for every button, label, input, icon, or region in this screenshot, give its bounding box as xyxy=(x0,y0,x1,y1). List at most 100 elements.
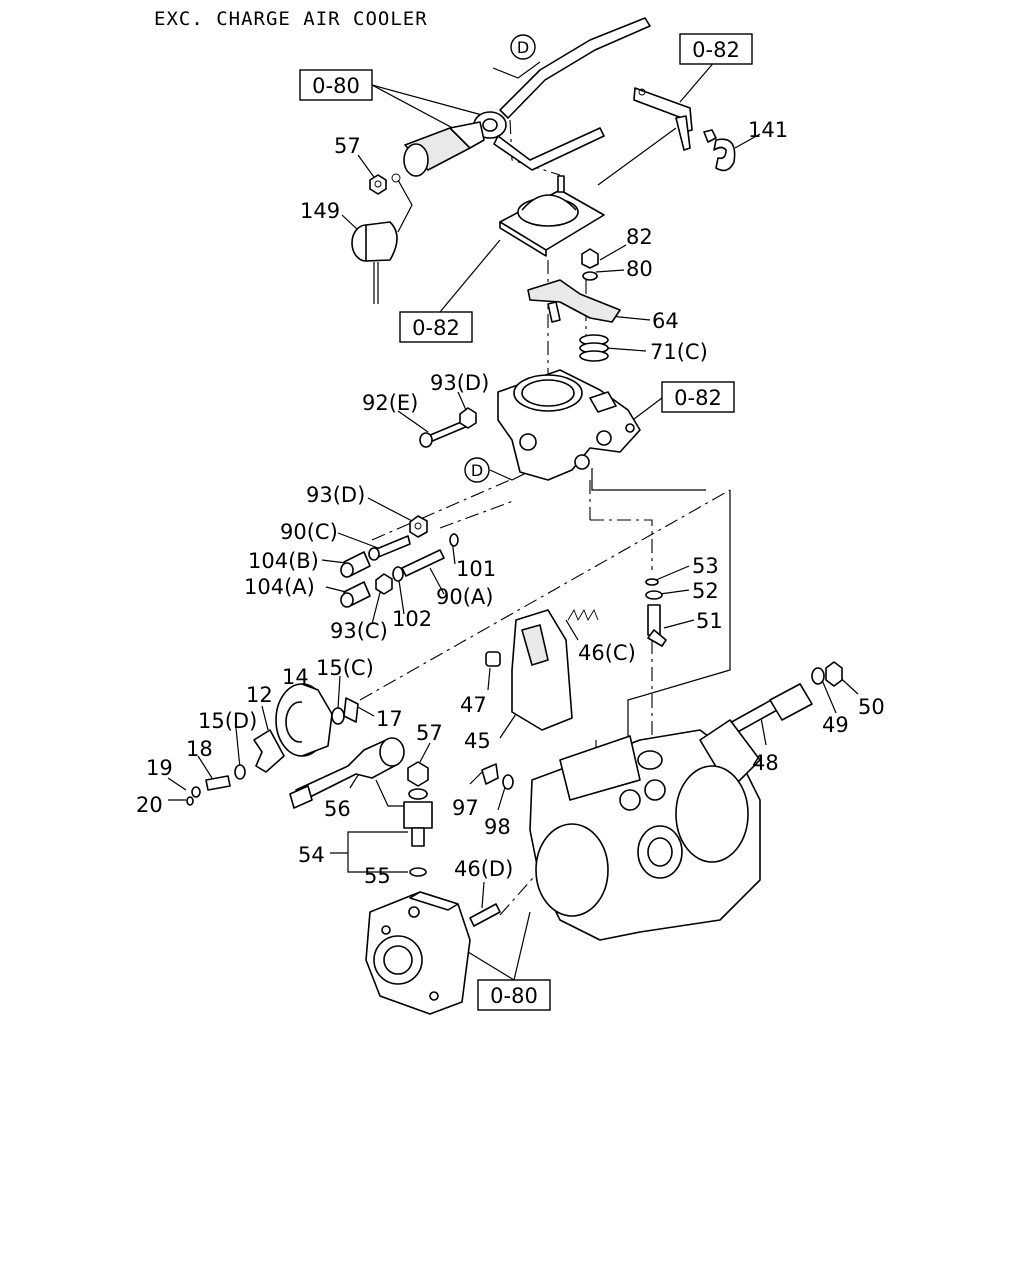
marker-label: D xyxy=(471,461,483,480)
ref-box-top-0-80[interactable]: 0-80 xyxy=(299,69,373,101)
bracket-0-82 xyxy=(633,87,693,151)
nut-93c xyxy=(375,573,393,595)
label-51: 51 xyxy=(696,609,723,633)
label-46d: 46(D) xyxy=(454,857,513,881)
plate-17 xyxy=(343,697,359,723)
ring-53 xyxy=(645,578,659,586)
label-47: 47 xyxy=(460,693,487,717)
cap-104a xyxy=(340,581,371,608)
label-45: 45 xyxy=(464,729,491,753)
label-53: 53 xyxy=(692,554,719,578)
label-57-bot: 57 xyxy=(416,721,443,745)
circle-marker-d-top: D xyxy=(510,34,536,60)
label-55: 55 xyxy=(364,864,391,888)
label-93d-mid: 93(D) xyxy=(306,483,365,507)
pump-body xyxy=(529,719,761,941)
nut-57-bot xyxy=(407,761,429,787)
label-20: 20 xyxy=(136,793,163,817)
cover-45 xyxy=(511,609,573,731)
stud-46d xyxy=(469,903,501,927)
ref-label: 0-82 xyxy=(412,316,460,340)
ref-box-governor-0-82[interactable]: 0-82 xyxy=(661,381,735,413)
label-19: 19 xyxy=(146,756,173,780)
washer-15d xyxy=(234,764,246,780)
label-71c: 71(C) xyxy=(650,340,708,364)
fuel-pipe xyxy=(473,17,651,171)
washer-19 xyxy=(191,786,201,798)
screw-92e xyxy=(419,419,469,448)
label-50: 50 xyxy=(858,695,885,719)
label-49: 49 xyxy=(822,713,849,737)
label-12: 12 xyxy=(246,683,273,707)
label-104b: 104(B) xyxy=(248,549,319,573)
circle-marker-d-middle: D xyxy=(464,457,490,483)
nut-50 xyxy=(825,661,843,687)
ref-box-bottom-0-80[interactable]: 0-80 xyxy=(477,979,551,1011)
label-82: 82 xyxy=(626,225,653,249)
label-18: 18 xyxy=(186,737,213,761)
sensor-54 xyxy=(403,788,433,847)
washer-49 xyxy=(811,667,825,685)
ring-20 xyxy=(186,796,194,806)
nut-93d-mid xyxy=(409,515,428,538)
label-90a: 90(A) xyxy=(436,585,493,609)
label-90c: 90(C) xyxy=(280,520,338,544)
washer-55 xyxy=(409,867,427,877)
ref-label: 0-80 xyxy=(312,74,360,98)
pin-18 xyxy=(205,775,231,791)
clip-12 xyxy=(253,729,285,773)
label-104a: 104(A) xyxy=(244,575,315,599)
part-labels: 57 149 141 82 80 64 71(C) 93(D) 92(E) 93… xyxy=(136,118,885,888)
ref-label: 0-80 xyxy=(490,984,538,1008)
ref-box-diaphragm-0-82[interactable]: 0-82 xyxy=(399,311,473,343)
nut-93d-top xyxy=(459,407,477,429)
bolt-97 xyxy=(481,763,499,785)
nut-57-top xyxy=(369,174,387,195)
label-98: 98 xyxy=(484,815,511,839)
label-141: 141 xyxy=(748,118,788,142)
spring-71c xyxy=(579,334,609,362)
cap-104b xyxy=(340,551,371,578)
label-92e: 92(E) xyxy=(362,391,418,415)
label-15d: 15(D) xyxy=(198,709,257,733)
boost-compensator-fitting xyxy=(403,121,485,177)
clamp-141 xyxy=(703,129,736,172)
ref-box-top-0-82[interactable]: 0-82 xyxy=(679,33,753,65)
plug-47 xyxy=(485,651,501,667)
label-102: 102 xyxy=(392,607,432,631)
label-93c: 93(C) xyxy=(330,619,388,643)
diaphragm-cover xyxy=(499,175,605,257)
screw-90c xyxy=(368,535,411,561)
assembly-lines xyxy=(359,119,731,916)
label-97: 97 xyxy=(452,796,479,820)
shaft-48 xyxy=(727,683,813,735)
washer-52 xyxy=(645,590,663,600)
label-64: 64 xyxy=(652,309,679,333)
label-93d-top: 93(D) xyxy=(430,371,489,395)
diagram-title: EXC. CHARGE AIR COOLER xyxy=(154,8,428,30)
label-101: 101 xyxy=(456,557,496,581)
label-80: 80 xyxy=(626,257,653,281)
ref-label: 0-82 xyxy=(674,386,722,410)
label-52: 52 xyxy=(692,579,719,603)
washer-98 xyxy=(502,774,514,790)
ring-101 xyxy=(449,533,459,547)
plunger-51 xyxy=(647,604,667,647)
washer-80 xyxy=(582,271,598,281)
label-48: 48 xyxy=(752,751,779,775)
label-56: 56 xyxy=(324,797,351,821)
lever-64 xyxy=(527,279,621,323)
screw-90a xyxy=(401,549,445,577)
label-15c: 15(C) xyxy=(316,656,374,680)
label-57-top: 57 xyxy=(334,134,361,158)
ref-label: 0-82 xyxy=(692,38,740,62)
solenoid-56 xyxy=(289,737,410,809)
label-54: 54 xyxy=(298,843,325,867)
label-149: 149 xyxy=(300,199,340,223)
governor-housing xyxy=(497,369,641,481)
washer-102 xyxy=(392,566,404,582)
label-17: 17 xyxy=(376,707,403,731)
label-14: 14 xyxy=(282,665,309,689)
end-block xyxy=(365,891,471,1015)
